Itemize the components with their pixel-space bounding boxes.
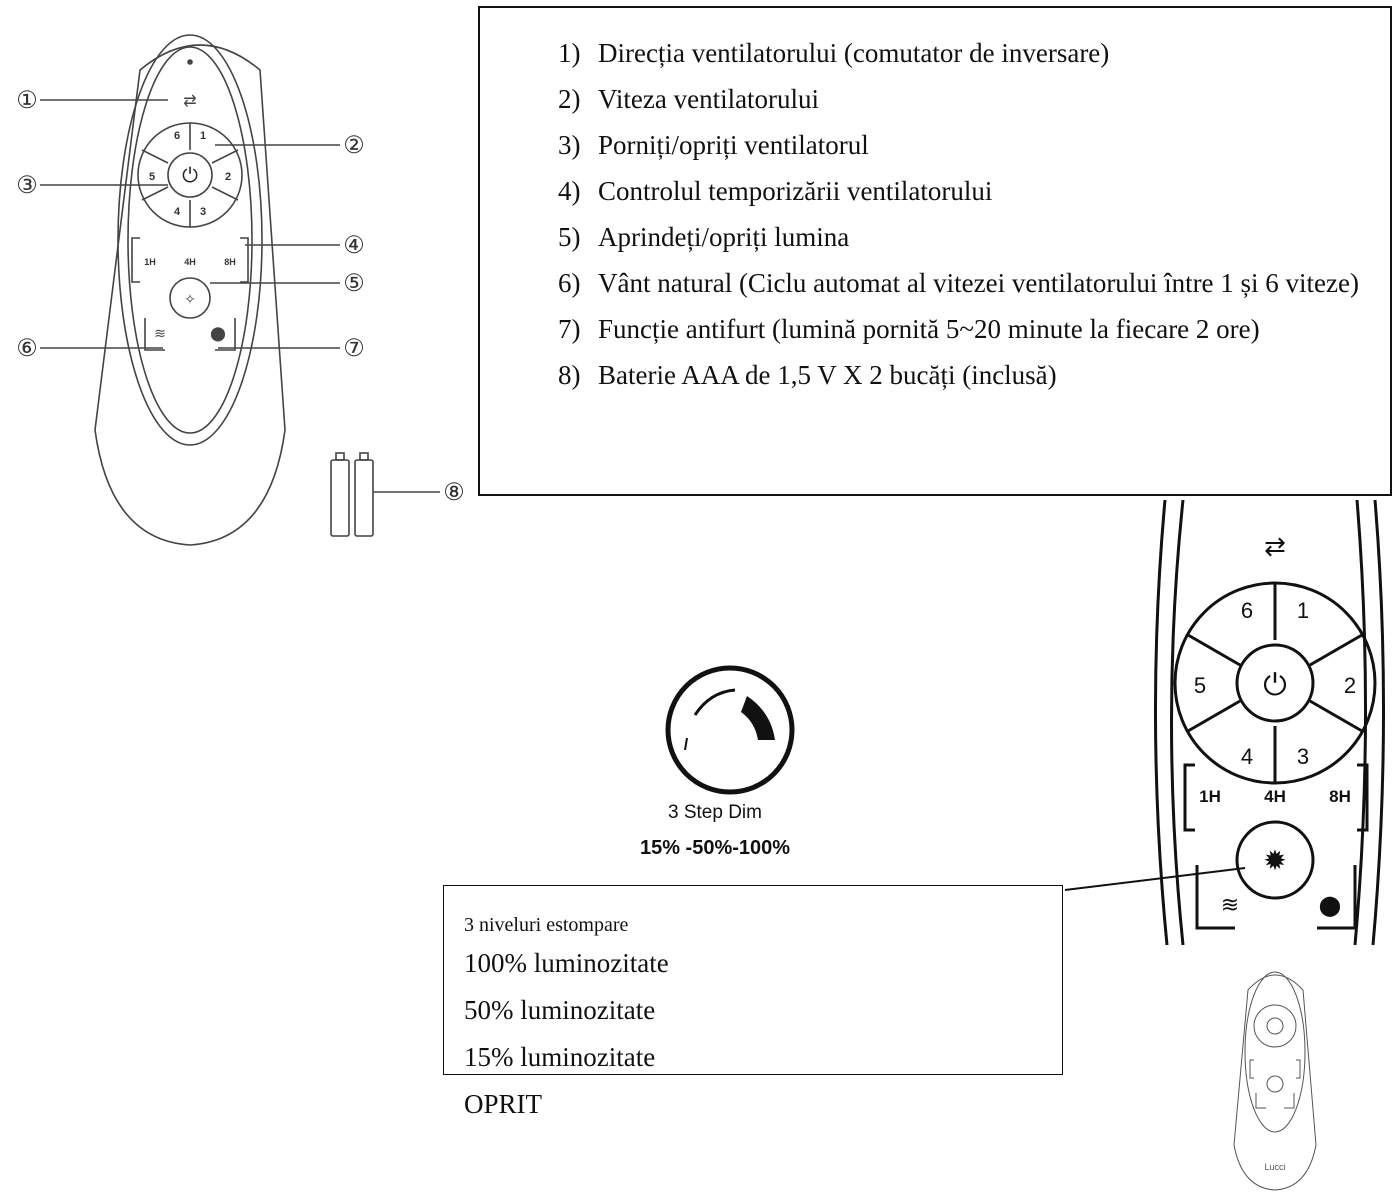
legend-item: 7)Funcție antifurt (lumină pornită 5~20 … [558, 314, 1260, 344]
timer-1h[interactable]: 1H [144, 257, 156, 267]
speed-label-1[interactable]: 1 [200, 130, 206, 142]
legend-item: 3)Porniți/opriți ventilatorul [558, 130, 869, 160]
battery-1 [330, 459, 350, 537]
zoom-power-icon: ⏻ [1263, 669, 1287, 702]
brand-label: Lucci [1264, 1162, 1285, 1172]
dim-caption-levels: 15% -50%-100% [639, 837, 791, 859]
dim-caption-title: 3 Step Dim [668, 802, 762, 823]
zoom-speed-1[interactable]: 1 [1297, 598, 1309, 623]
zoom-timer-8h[interactable]: 8H [1329, 787, 1351, 806]
zoom-wind-icon[interactable]: ≋ [1221, 892, 1239, 917]
dim-levels-box: 3 niveluri estompare 100% luminozitate 5… [443, 885, 1063, 1119]
zoom-speed-5[interactable]: 5 [1194, 673, 1206, 698]
zoom-speed-6[interactable]: 6 [1241, 598, 1253, 623]
callout-1: ① [16, 87, 38, 114]
zoom-antitheft-icon[interactable]: ⬤ [1319, 895, 1341, 917]
remote-inner-outline [117, 34, 263, 446]
callout-4: ④ [343, 232, 365, 259]
zoom-speed-2[interactable]: 2 [1344, 673, 1356, 698]
speed-label-4[interactable]: 4 [174, 206, 181, 218]
legend-item: 1)Direcția ventilatorului (comutator de … [558, 38, 1110, 68]
speed-label-2[interactable]: 2 [225, 171, 231, 183]
connector-line [1064, 867, 1246, 891]
callout-6: ⑥ [16, 335, 38, 362]
timer-bracket [131, 237, 249, 283]
zoom-speed-4[interactable]: 4 [1241, 744, 1253, 769]
bulb-icon: ✧ [184, 291, 196, 307]
callout-7: ⑦ [343, 335, 365, 362]
legend-item: 2)Viteza ventilatorului [558, 84, 820, 114]
zoom-reverse-icon[interactable]: ⇄ [1264, 531, 1286, 561]
timer-4h[interactable]: 4H [184, 257, 196, 267]
reverse-icon[interactable]: ⇄ [183, 93, 196, 110]
dim-level: 50% luminozitate [464, 995, 656, 1025]
power-icon: ⏻ [182, 165, 198, 187]
legend-item: 5)Aprindeți/opriți lumina [558, 222, 850, 252]
dim-icon [665, 665, 795, 795]
antitheft-icon[interactable]: ⬤ [210, 325, 226, 342]
remote-diagram: ⇄ ⏻ 1 2 3 4 5 6 1H 4H 8H ✧ ≋ ⬤ ① ② ③ ④ ⑤… [16, 34, 465, 546]
zoom-light-button[interactable] [1235, 820, 1315, 900]
speed-label-6[interactable]: 6 [174, 130, 180, 142]
legend-box: 1)Direcția ventilatorului (comutator de … [478, 6, 1392, 496]
zoom-power-button[interactable] [1235, 643, 1315, 723]
remote-zoomed: ⇄ ⏻ 1 2 3 4 5 6 1H 4H 8H ✹ ≋ ⬤ [1153, 500, 1386, 946]
timer-8h[interactable]: 8H [224, 257, 236, 267]
remote-outer-outline [94, 44, 286, 546]
light-button[interactable] [169, 277, 211, 319]
zoom-timer-4h[interactable]: 4H [1264, 787, 1286, 806]
battery-2 [354, 459, 374, 537]
speed-label-5[interactable]: 5 [149, 171, 155, 183]
callout-2: ② [343, 132, 365, 159]
dim-level: OPRIT [464, 1089, 543, 1119]
natural-wind-icon[interactable]: ≋ [154, 325, 166, 341]
callout-8: ⑧ [443, 479, 465, 506]
zoom-speed-3[interactable]: 3 [1297, 744, 1309, 769]
speed-label-3[interactable]: 3 [200, 206, 206, 218]
legend-list: 1)Direcția ventilatorului (comutator de … [558, 30, 1378, 398]
power-button[interactable] [167, 152, 213, 198]
legend-item: 8)Baterie AAA de 1,5 V X 2 bucăți (inclu… [558, 360, 1057, 390]
dim-levels-title: 3 niveluri estompare [464, 914, 629, 936]
callout-3: ③ [16, 172, 38, 199]
legend-item: 6)Vânt natural (Ciclu automat al vitezei… [558, 268, 1359, 298]
dim-level: 15% luminozitate [464, 1042, 656, 1072]
dim-level: 100% luminozitate [464, 948, 669, 978]
legend-item: 4)Controlul temporizării ventilatorului [558, 176, 993, 206]
remote-thumbnail: Lucci [1233, 971, 1317, 1191]
callout-5: ⑤ [343, 270, 365, 297]
zoom-bulb-icon: ✹ [1263, 845, 1286, 876]
zoom-timer-1h[interactable]: 1H [1199, 787, 1221, 806]
